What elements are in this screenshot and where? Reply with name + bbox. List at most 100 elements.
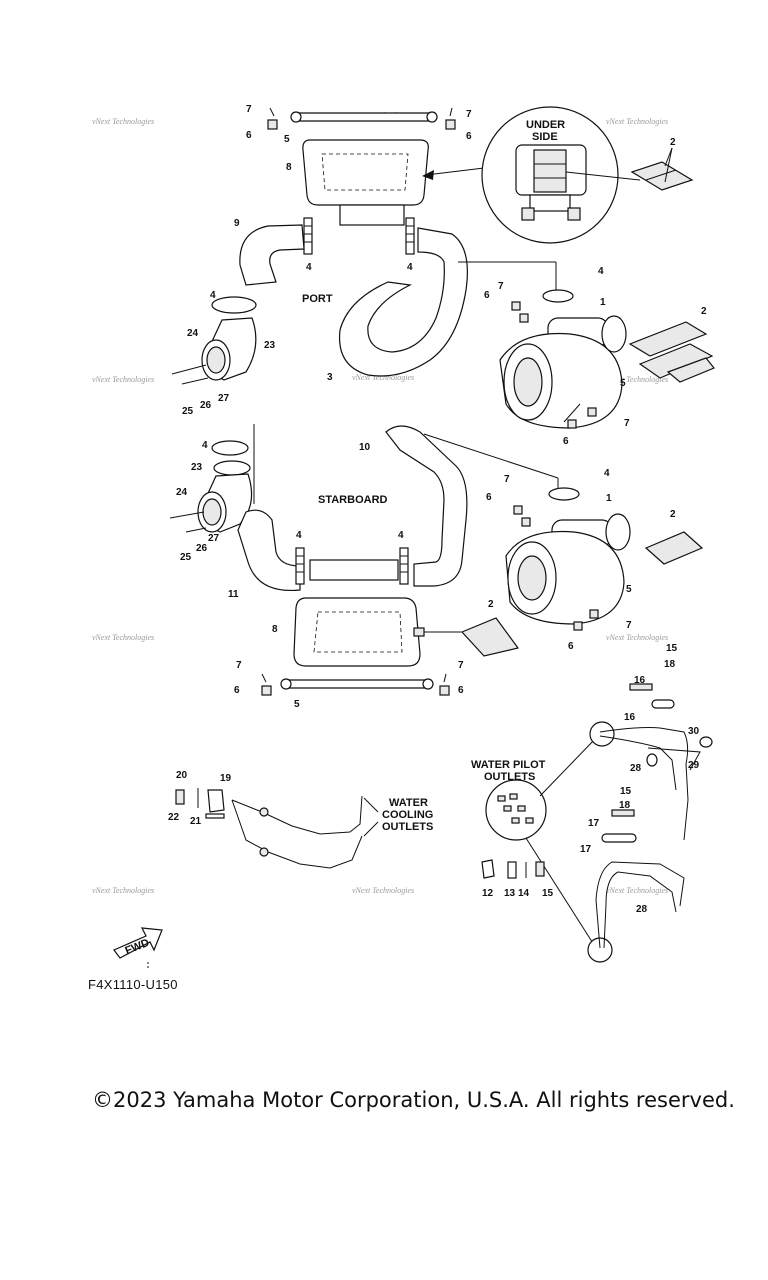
- filter-pad-part-2-port: [628, 321, 715, 383]
- water-pilot-label: OUTLETS: [484, 771, 535, 783]
- callout-4: 4: [210, 290, 216, 301]
- callout-7: 7: [458, 660, 464, 671]
- water-cooling-label: WATER: [389, 797, 428, 809]
- clamp-part-4-starboard-left: [295, 547, 305, 585]
- copyright-text: ©2023 Yamaha Motor Corporation, U.S.A. A…: [92, 1088, 735, 1112]
- watermark: vNext Technologies: [606, 633, 668, 642]
- callout-5: 5: [294, 699, 300, 710]
- watermark: vNext Technologies: [92, 886, 154, 895]
- water-cooling-hose-lower: [231, 799, 363, 869]
- callout-24: 24: [176, 487, 188, 498]
- callout-18: 18: [619, 800, 631, 811]
- callout-23: 23: [191, 462, 203, 473]
- air-box-part-8-bottom: [293, 559, 421, 667]
- callout-26: 26: [200, 400, 212, 411]
- watermark: vNext Technologies: [606, 117, 668, 126]
- callout-14: 14: [518, 888, 530, 899]
- water-cooling-hose-upper: [231, 795, 363, 835]
- fastener-6-7-top-left: [267, 107, 278, 130]
- air-box-part-8-top: [302, 139, 429, 226]
- callout-2: 2: [670, 509, 676, 520]
- under-side-label: SIDE: [532, 131, 558, 143]
- clamp-part-4-intake-port: [211, 296, 257, 314]
- hose-part-11: [237, 509, 301, 592]
- callout-4: 4: [598, 266, 604, 277]
- callout-6: 6: [246, 130, 252, 141]
- callout-4: 4: [296, 530, 302, 541]
- clamp-part-4-port-right: [405, 217, 415, 255]
- arrow-head: [422, 170, 434, 180]
- callout-12: 12: [482, 888, 494, 899]
- under-side-label: UNDER: [526, 119, 565, 131]
- watermark: vNext Technologies: [606, 886, 668, 895]
- callout-20: 20: [176, 770, 188, 781]
- pilot-hose-lower: [587, 809, 685, 963]
- callout-8: 8: [286, 162, 292, 173]
- callout-25: 25: [182, 406, 194, 417]
- hose-part-3: [338, 227, 468, 377]
- fastener-6-7-starboard-filter: [513, 505, 599, 631]
- callout-11: 11: [228, 589, 239, 600]
- leader-line: [539, 737, 597, 797]
- callout-3: 3: [327, 372, 333, 383]
- filter-pad-part-2-starboard: [644, 531, 704, 565]
- callout-7: 7: [246, 104, 252, 115]
- callout-7: 7: [498, 281, 504, 292]
- callout-27: 27: [218, 393, 230, 404]
- intake-part-23-24-starboard: [169, 440, 253, 533]
- callout-7: 7: [624, 418, 630, 429]
- callout-6: 6: [466, 131, 472, 142]
- fastener-6-7-bottom-left: [261, 673, 272, 696]
- leader-line: [363, 797, 379, 813]
- callout-10: 10: [359, 442, 371, 453]
- callout-25: 25: [180, 552, 192, 563]
- callout-5: 5: [626, 584, 632, 595]
- callout-24: 24: [187, 328, 199, 339]
- water-pilot-label: WATER PILOT: [471, 759, 546, 771]
- callout-16: 16: [634, 675, 646, 686]
- callout-8: 8: [272, 624, 278, 635]
- callout-7: 7: [466, 109, 472, 120]
- callout-6: 6: [484, 290, 490, 301]
- port-label: PORT: [302, 293, 333, 305]
- watermark: vNext Technologies: [92, 117, 154, 126]
- water-cooling-fittings: [175, 788, 225, 819]
- filter-pad-part-2-top: [630, 147, 694, 191]
- callout-17: 17: [588, 818, 600, 829]
- callout-4: 4: [407, 262, 413, 273]
- watermark: vNext Technologies: [92, 633, 154, 642]
- callout-1: 1: [606, 493, 612, 504]
- hose-part-9: [239, 224, 305, 286]
- clamp-part-4-filter-port: [542, 289, 574, 303]
- leader-line: [423, 433, 559, 479]
- fastener-6-7-port-filter: [511, 301, 529, 323]
- fwd-label: FWD: [123, 937, 151, 958]
- callout-29: 29: [688, 760, 700, 771]
- water-cooling-label: OUTLETS: [382, 821, 433, 833]
- callout-6: 6: [563, 436, 569, 447]
- callout-15: 15: [542, 888, 554, 899]
- air-filter-part-1-starboard: [505, 513, 631, 625]
- leader-line: [363, 821, 379, 837]
- callout-15: 15: [666, 643, 678, 654]
- callout-17: 17: [580, 844, 592, 855]
- watermark: vNext Technologies: [606, 375, 668, 384]
- leader-line: [525, 837, 597, 949]
- callouts: 7 6 5 7 6 8 2 9 4 4 4 4 7 6 1 2 24 23 3 …: [168, 104, 707, 915]
- callout-13: 13: [504, 888, 516, 899]
- callout-16: 16: [624, 712, 636, 723]
- callout-26: 26: [196, 543, 208, 554]
- callout-1: 1: [600, 297, 606, 308]
- strap-part-5-bottom: [280, 678, 434, 690]
- callout-21: 21: [190, 816, 202, 827]
- callout-5: 5: [284, 134, 290, 145]
- callout-4: 4: [398, 530, 404, 541]
- callout-4: 4: [202, 440, 208, 451]
- clamp-part-4-starboard-right: [399, 547, 409, 585]
- diagram-code: F4X1110-U150: [88, 977, 178, 992]
- filter-pad-part-2-starboard-box: [413, 617, 520, 657]
- callout-28: 28: [636, 904, 648, 915]
- callout-2: 2: [701, 306, 707, 317]
- callout-7: 7: [626, 620, 632, 631]
- clamp-part-4-filter-starboard: [548, 487, 580, 501]
